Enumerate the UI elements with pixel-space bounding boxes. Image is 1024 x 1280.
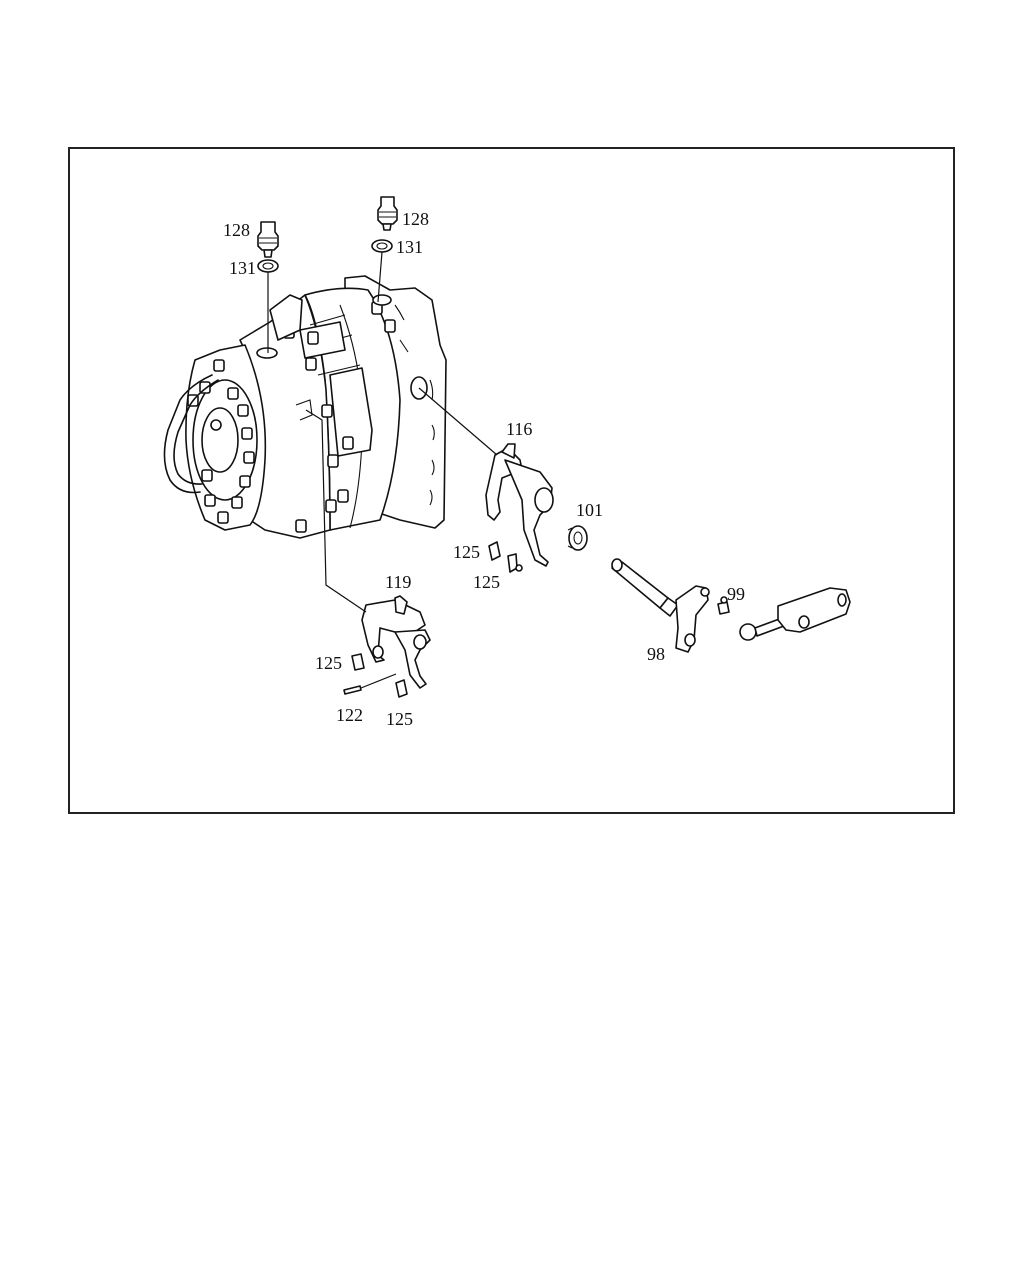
slave-cylinder [739,587,851,641]
callout-131-right: 131 [396,237,423,257]
callout-122: 122 [336,705,363,725]
callout-125-a: 125 [453,542,480,562]
callout-125-b: 125 [473,572,500,592]
ball-pin-99 [717,596,730,615]
callout-98: 98 [647,644,665,664]
callout-128-right: 128 [402,209,429,229]
callout-116: 116 [506,419,532,439]
fastener-125-a [488,541,501,561]
callout-131-left: 131 [229,258,256,278]
breather-plug-right [377,196,398,231]
shift-fork-119 [361,595,431,689]
leader-lines [267,251,498,689]
breather-plug-left [257,221,279,258]
bearing-bushing-101 [567,525,588,551]
pin-122 [343,685,362,695]
callout-99: 99 [727,584,745,604]
fastener-125-d [395,679,408,698]
callout-119: 119 [385,572,411,592]
sealing-ring-right [371,239,393,253]
transmission-housing [163,275,447,539]
fastener-125-c [351,653,365,671]
callout-125-d: 125 [386,709,413,729]
shift-fork-116 [485,443,554,567]
callout-128-left: 128 [223,220,250,240]
sealing-ring-left [257,259,279,273]
callout-125-c: 125 [315,653,342,673]
shift-shaft-98 [611,558,710,653]
fastener-125-b [507,553,523,573]
callout-labels: 128 131 128 131 116 101 125 125 119 125 … [223,209,745,729]
callout-101: 101 [576,500,603,520]
